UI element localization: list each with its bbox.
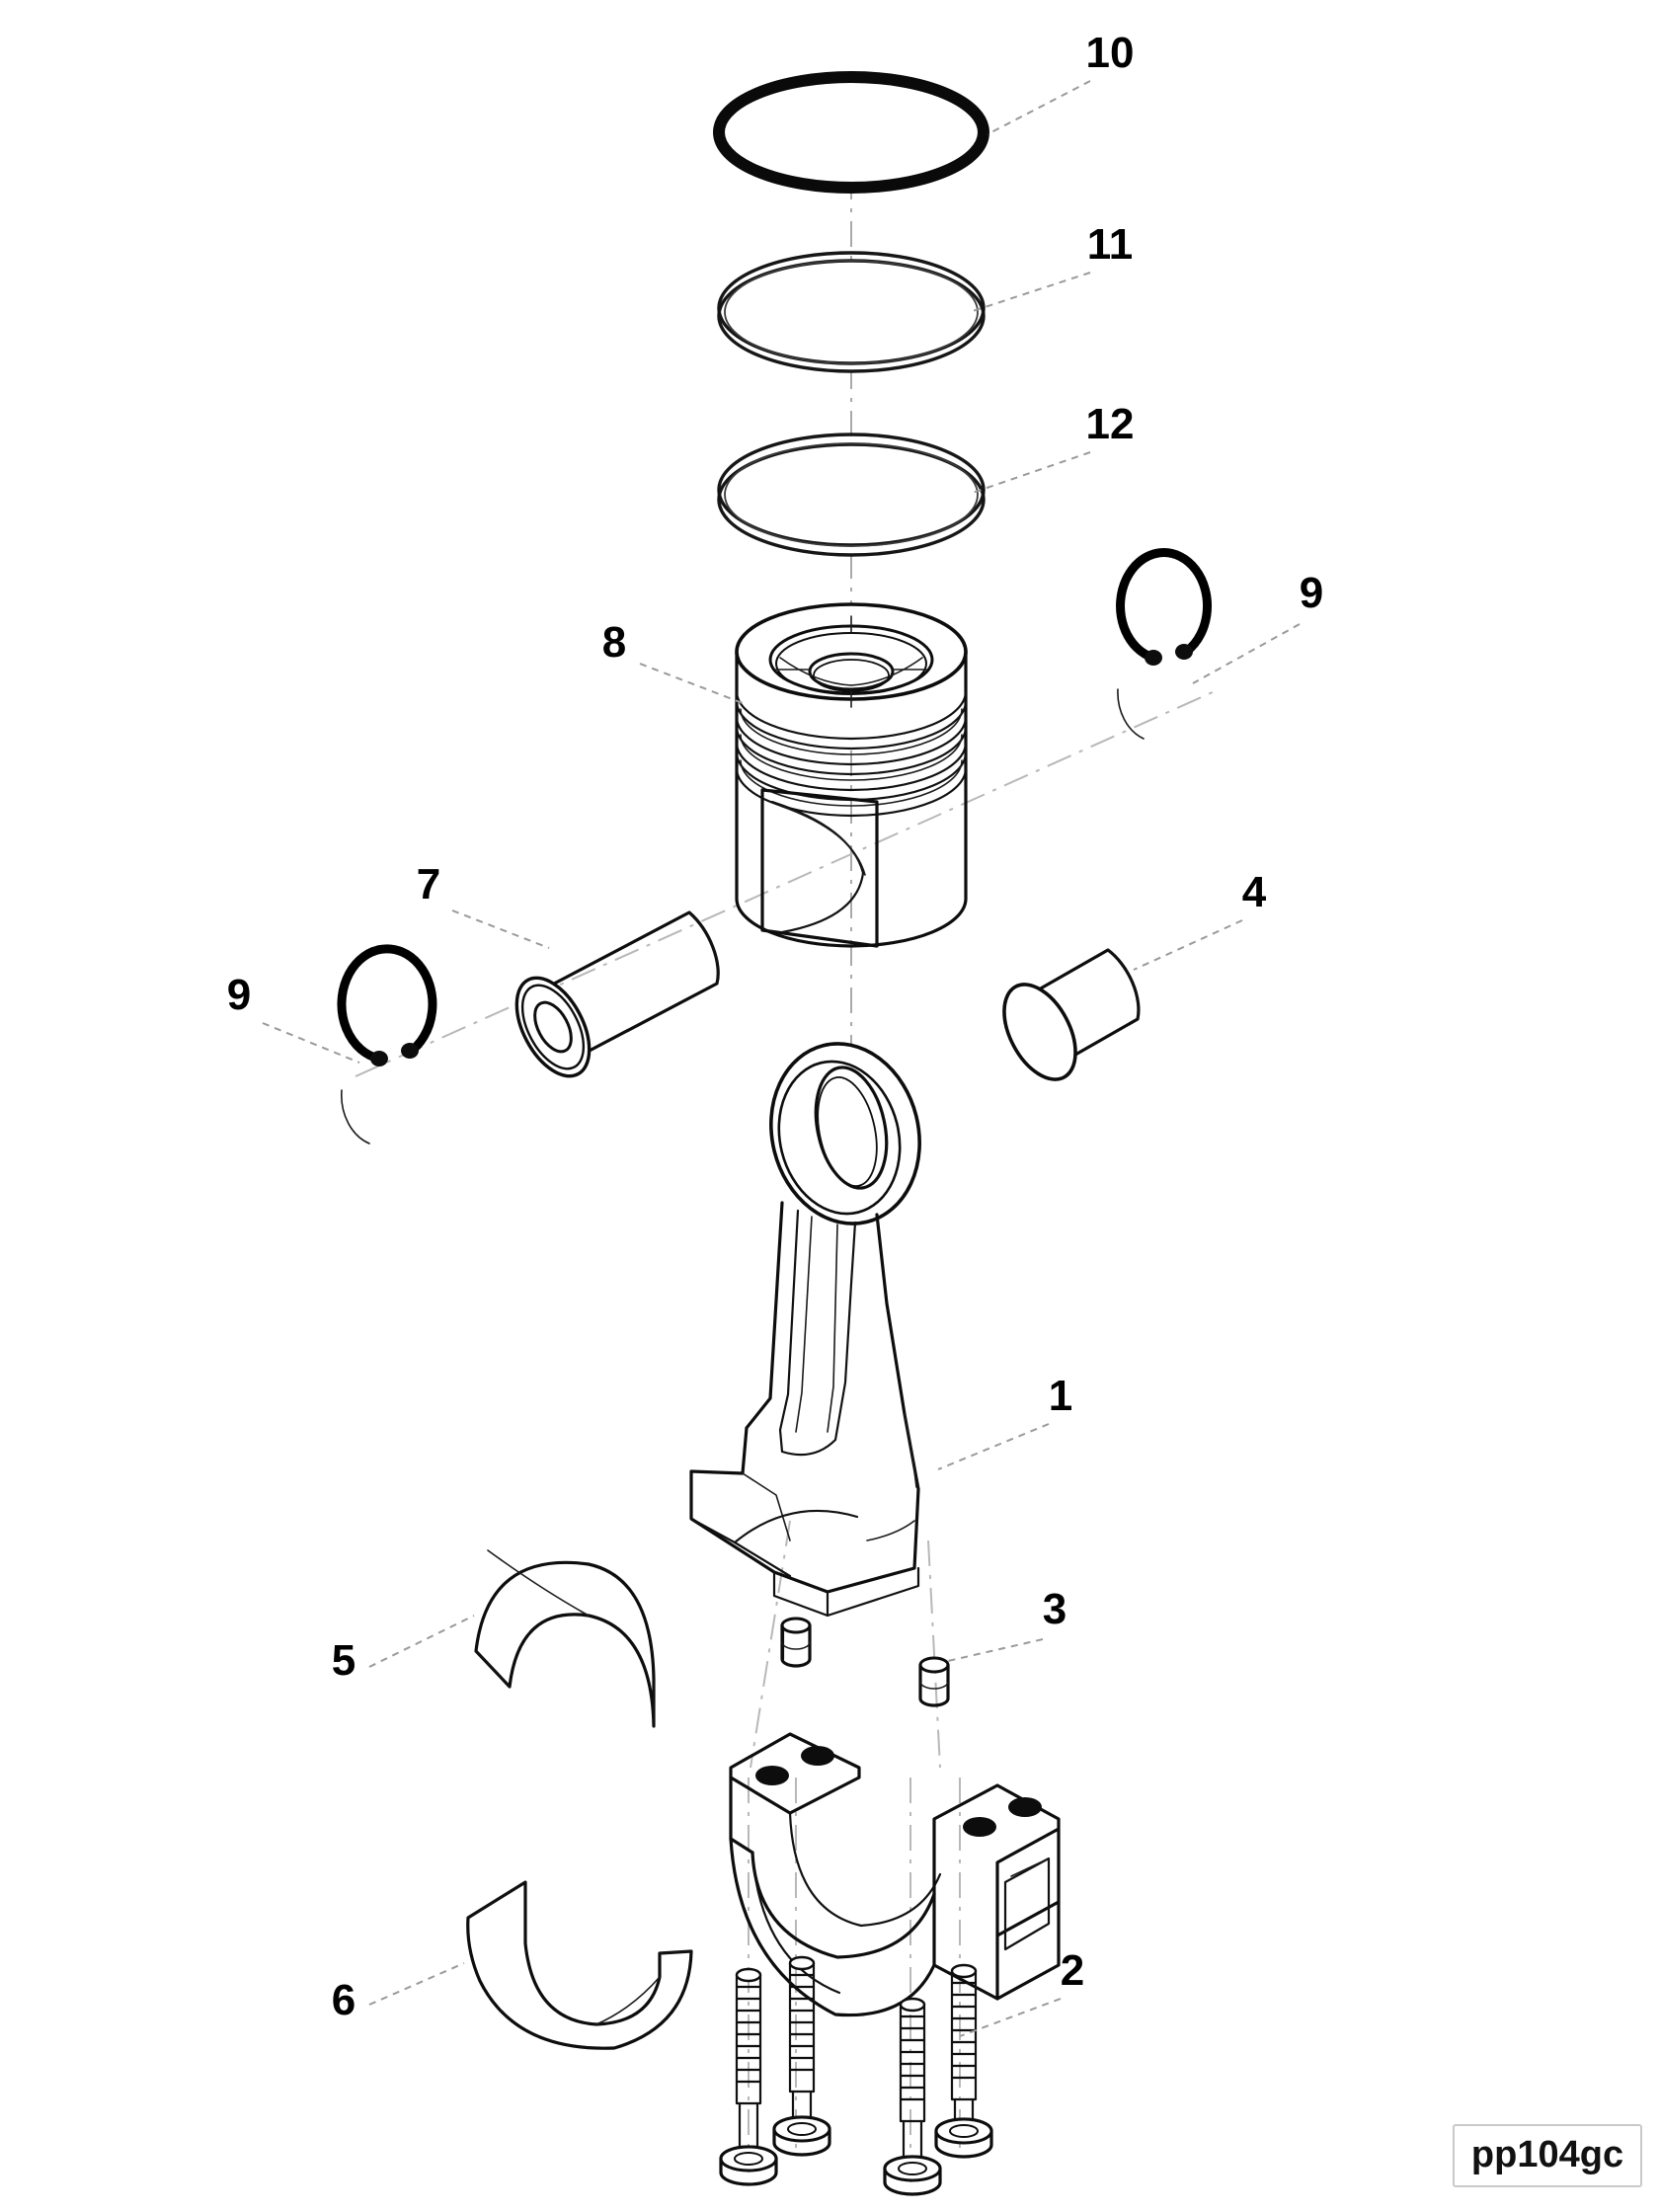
callout-3-dowel-pin: 3 (947, 1585, 1066, 1662)
leader-line (639, 663, 744, 704)
callout-1-connecting-rod: 1 (937, 1372, 1072, 1470)
callout-number: 9 (1300, 569, 1323, 617)
callout-12-piston-ring-oil: 12 (969, 400, 1135, 495)
piston-ring-oil (717, 433, 986, 557)
bearing-shell-upper (474, 1549, 656, 1728)
callout-10-piston-ring-top: 10 (987, 29, 1135, 135)
dowel-pin-left (780, 1617, 812, 1668)
callout-8-piston: 8 (602, 618, 744, 704)
piston-pin-bore-window (760, 788, 879, 948)
leader-line (947, 1638, 1044, 1662)
snap-ring-left (337, 944, 437, 1145)
leader-line (451, 909, 550, 949)
connecting-rod (689, 1042, 921, 1618)
piston-pin (514, 910, 720, 1078)
callout-number: 11 (1087, 220, 1134, 269)
callout-number: 10 (1086, 29, 1135, 77)
piston-ring-second (717, 251, 986, 373)
callout-number: 12 (1086, 400, 1135, 448)
callout-layer: 10 11 12 9 8 7 4 9 1 5 3 6 2 (227, 29, 1323, 2037)
callout-2-rod-bolt: 2 (959, 1946, 1084, 2037)
callout-number: 7 (417, 860, 440, 908)
rod-bolt-1 (719, 1967, 778, 2186)
bearing-shell-lower (466, 1880, 693, 2050)
part-code-label: pp104gc (1471, 2134, 1623, 2175)
leader-line (969, 272, 1091, 313)
rod-bolt-4 (934, 1963, 993, 2159)
callout-6-bearing-shell-lower: 6 (332, 1962, 465, 2024)
leader-line (262, 1022, 360, 1064)
leader-line (368, 1615, 475, 1668)
callout-5-bearing-shell-upper: 5 (332, 1615, 475, 1685)
callout-number: 4 (1242, 868, 1267, 916)
callout-number: 8 (602, 618, 626, 667)
piston-ring-top (713, 71, 989, 194)
callout-11-piston-ring-second: 11 (969, 220, 1134, 313)
callout-number: 9 (227, 971, 251, 1019)
callout-4-rod-bushing: 4 (1133, 868, 1267, 971)
snap-ring-right (1116, 548, 1213, 740)
callout-number: 5 (332, 1636, 356, 1685)
rod-bolt-2 (772, 1955, 831, 2157)
piston (735, 602, 968, 948)
callout-9-snap-ring-right: 9 (1192, 569, 1323, 684)
callout-number: 6 (332, 1976, 356, 2024)
connecting-rod-cap (729, 1732, 1061, 2017)
callout-number: 3 (1043, 1585, 1066, 1633)
leader-line (987, 80, 1091, 135)
callout-number: 1 (1049, 1372, 1072, 1420)
dowel-pin-right (918, 1656, 950, 1707)
rod-bushing (1002, 948, 1141, 1081)
leader-line (969, 451, 1091, 495)
callout-7-piston-pin: 7 (417, 860, 550, 949)
piston-ring-grooves (735, 689, 968, 818)
rod-bolt-3 (883, 1997, 942, 2196)
leader-line (959, 1998, 1062, 2037)
callout-9-snap-ring-left: 9 (227, 971, 360, 1064)
callout-number: 2 (1061, 1946, 1084, 1995)
part-code-box: pp104gc (1453, 2124, 1642, 2187)
leader-line (368, 1962, 465, 2006)
